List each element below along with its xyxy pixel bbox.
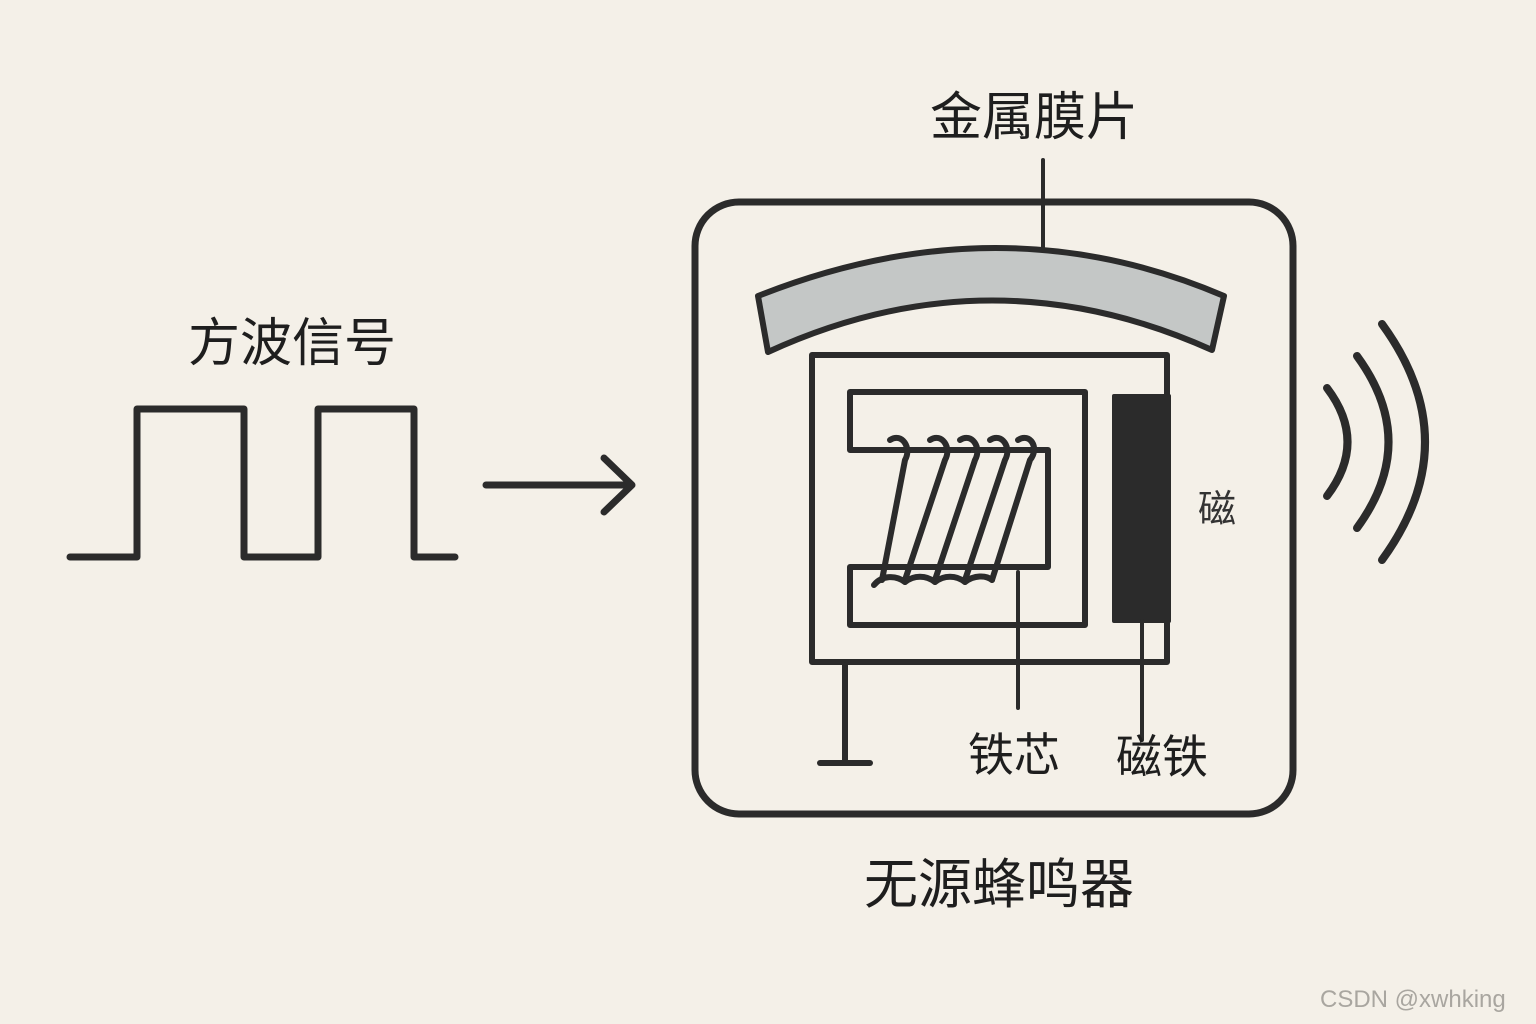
arrow-right-icon (482, 454, 636, 516)
square-wave-label: 方波信号 (188, 314, 397, 374)
coil-icon (871, 435, 1038, 588)
diagram-title: 无源蜂鸣器 (864, 853, 1134, 916)
iron-core (847, 389, 1088, 628)
magnet (1112, 394, 1171, 623)
iron-core-label: 铁芯 (968, 728, 1060, 782)
magnet-label: 磁铁 (1116, 730, 1208, 784)
watermark: CSDN @xwhking (1320, 986, 1506, 1013)
square-wave-icon (66, 405, 459, 561)
buzzer-housing (691, 198, 1297, 818)
magnet-stray-label: 磁 (1198, 487, 1237, 531)
sound-waves-icon (1323, 320, 1429, 564)
metal-diaphragm (755, 245, 1227, 355)
diaphragm-label: 金属膜片 (930, 88, 1139, 148)
ground-symbol-icon (817, 662, 873, 766)
